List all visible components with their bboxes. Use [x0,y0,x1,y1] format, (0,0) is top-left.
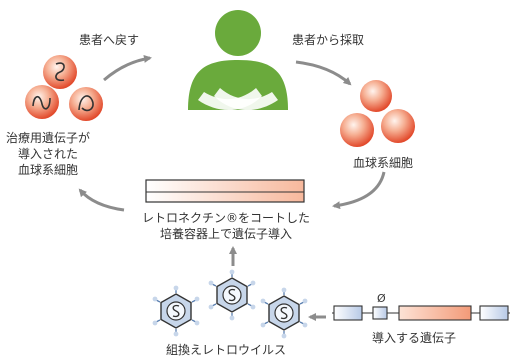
label-psi-symbol: Ø [377,292,386,305]
arrow-return-to-patient [103,55,152,82]
label-modified-cells-line2: 導入された [18,147,78,161]
culture-dish [145,179,305,203]
modified-cell [69,87,103,121]
label-modified-cells-line3: 血球系細胞 [18,163,78,177]
blood-cell [340,113,374,147]
virus [152,285,200,337]
blood-cells [340,80,415,147]
label-recombinant-virus: 組換えレトロウイルス [166,343,286,357]
label-gene-to-transfer: 導入する遺伝子 [372,330,456,345]
modified-cell [25,85,59,119]
gene-vector [332,305,510,321]
arrow-cells-to-culture [332,171,386,210]
label-culture-line1: レトロネクチン®をコートした [142,211,310,225]
label-culture-line2: 培養容器上で遺伝子導入 [160,226,292,241]
blood-cell [360,80,392,112]
recombinant-viruses [152,269,308,339]
arrow-collect-from-patient [295,60,352,86]
modified-cells [25,55,103,121]
patient-figure [188,10,288,111]
label-collect-from-patient: 患者から採取 [292,33,364,47]
modified-cell [43,55,77,89]
label-return-to-patient: 患者へ戻す [79,33,139,47]
label-blood-cells: 血球系細胞 [353,156,413,170]
virus [208,269,256,321]
label-modified-cells-line1: 治療用遺伝子が [6,130,90,145]
blood-cell [381,109,415,143]
arrow-culture-to-modified-cells [78,188,125,212]
virus [260,287,308,339]
cycle-arrows [78,55,386,321]
